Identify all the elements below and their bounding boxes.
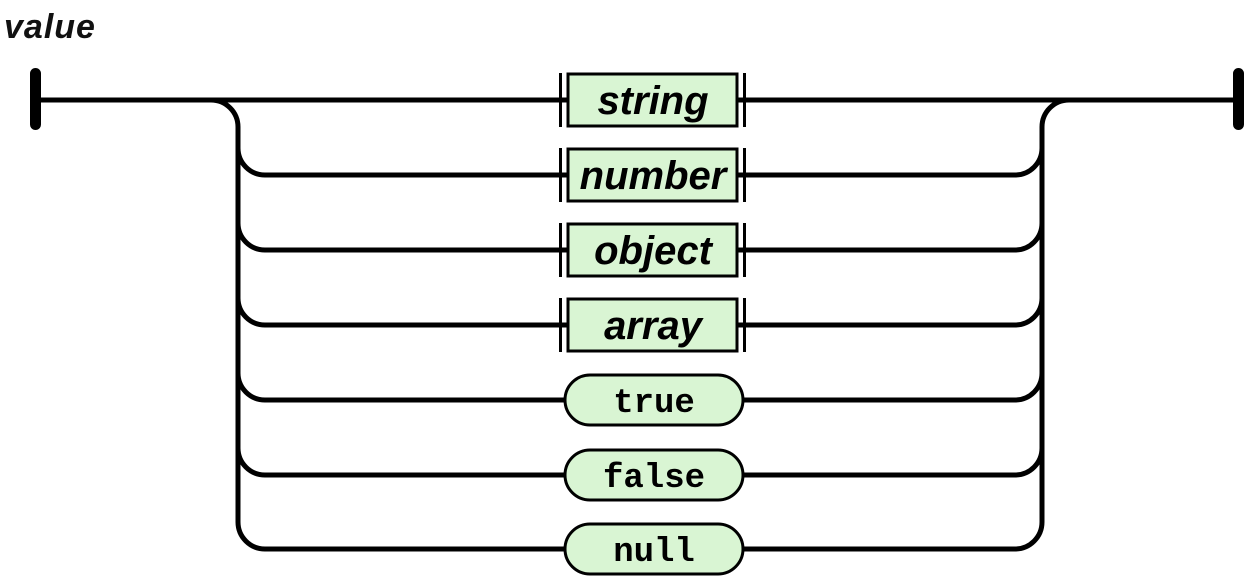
node-false: false [563, 448, 745, 502]
connector-tick [559, 148, 562, 202]
node-label: false [603, 460, 705, 498]
node-object[interactable]: object [559, 222, 746, 278]
connector-tick [559, 223, 562, 277]
end-terminal [1233, 68, 1244, 130]
terminal-pill-null [563, 522, 745, 576]
connector-rails [36, 97, 1238, 552]
connector-tick [743, 148, 746, 202]
node-label: null [613, 534, 695, 572]
connector-tick [559, 298, 562, 352]
node-label: string [597, 79, 708, 123]
connector-tick [743, 298, 746, 352]
node-null: null [563, 522, 745, 576]
terminal-pill-false [563, 448, 745, 502]
connector-tick [743, 223, 746, 277]
node-array[interactable]: array [559, 297, 746, 353]
node-label: array [604, 304, 704, 348]
terminal-pill-true [563, 373, 745, 427]
non-terminal-box-string[interactable] [566, 72, 739, 128]
node-label: object [594, 229, 713, 273]
connector-tick [559, 73, 562, 127]
non-terminal-box-object[interactable] [566, 222, 739, 278]
connector-tick [743, 73, 746, 127]
non-terminal-box-number[interactable] [566, 147, 739, 203]
node-label: true [613, 385, 695, 423]
node-label: number [580, 154, 729, 198]
node-number[interactable]: number [559, 147, 746, 203]
non-terminal-box-array[interactable] [566, 297, 739, 353]
diagram-title: value [4, 8, 96, 46]
node-string[interactable]: string [559, 72, 746, 128]
node-true: true [563, 373, 745, 427]
start-terminal [30, 68, 41, 130]
